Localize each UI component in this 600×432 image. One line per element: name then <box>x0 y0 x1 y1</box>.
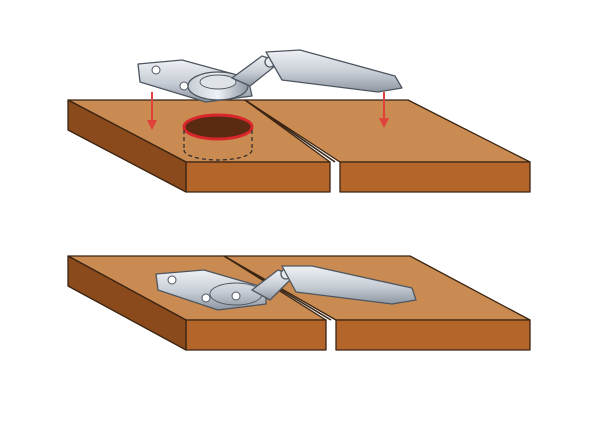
left-arrow-head <box>147 120 157 130</box>
board-seam-line <box>244 99 336 163</box>
right-arrow-head <box>379 118 389 128</box>
mounted-plate-screw-hole-3 <box>231 291 241 301</box>
hinge-mounted <box>155 265 417 311</box>
step-1-group <box>67 49 531 193</box>
plate-screw-hole-1 <box>151 65 161 75</box>
hinge-cup-inner <box>199 74 237 90</box>
left-board-bottom-side-face <box>67 255 187 351</box>
right-board-bottom-front-face <box>335 319 531 351</box>
mounted-plate-screw-hole-2 <box>201 293 211 303</box>
hinge-leaf-wing <box>265 49 403 93</box>
drilled-cup-hole <box>182 113 254 161</box>
cup-hole-opening <box>184 115 252 139</box>
placement-arrows <box>147 92 389 130</box>
right-board-front-face <box>339 161 531 193</box>
mounted-hinge-plate <box>155 269 267 311</box>
left-board-bottom-front-face <box>185 319 327 351</box>
cup-hole-dashed-walls <box>183 130 253 150</box>
left-board-front-face <box>185 161 331 193</box>
mounted-plate-screw-hole-1 <box>167 275 177 285</box>
mounted-hinge-leaf-wing <box>281 265 417 305</box>
plate-screw-hole-2 <box>179 81 189 91</box>
cup-hole-red-ring <box>182 113 254 141</box>
cup-hole-dashed-bottom <box>183 149 253 161</box>
left-board-side-face <box>67 99 187 193</box>
right-board-top <box>244 99 531 193</box>
hinge-floating <box>137 49 403 103</box>
step-2-group <box>67 255 531 351</box>
